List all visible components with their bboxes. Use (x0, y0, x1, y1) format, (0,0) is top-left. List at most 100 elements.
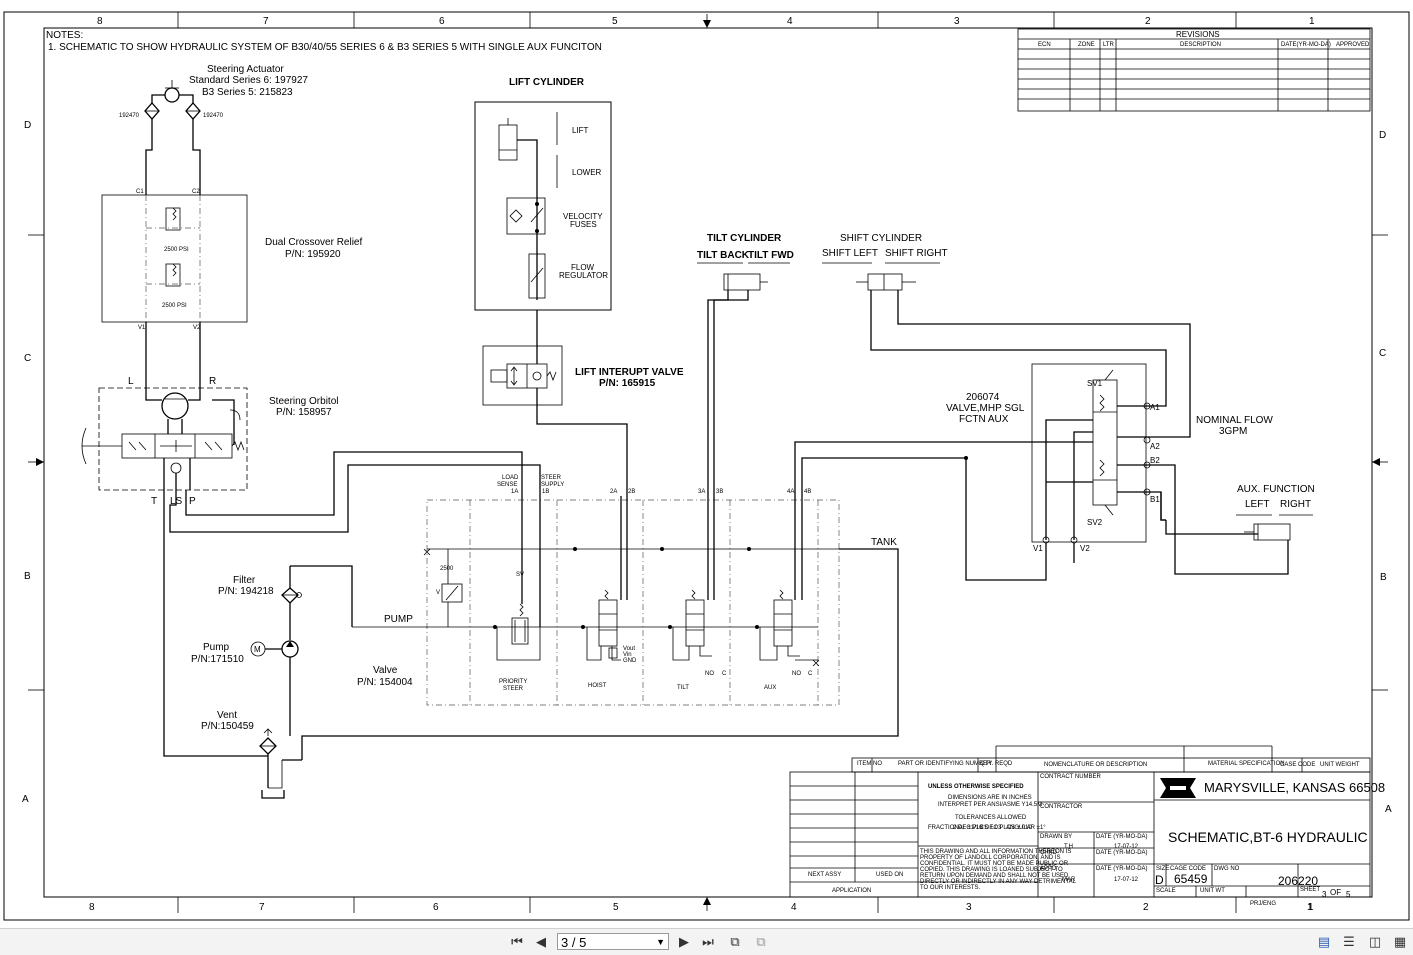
orbitol-port-t: T (151, 496, 157, 507)
aux-function-title: AUX. FUNCTION (1237, 484, 1315, 495)
vent-title: Vent (217, 710, 237, 721)
next-page-button[interactable]: ▶ (673, 932, 695, 952)
single-page-icon: ▤ (1317, 934, 1331, 950)
dual-crossover-relief: C1 C2 V1 V2 2500 PSI 2500 PSI Dual Cross… (101, 189, 362, 331)
tb-dec2: 2 DEC PLCS ±.03 (953, 825, 1002, 831)
zone-col-8-bottom: 8 (89, 902, 95, 913)
tb-qty: QTY. REQD (980, 761, 1013, 767)
continuous-page-icon: ☰ (1343, 934, 1355, 950)
section-tilt: TILT (677, 685, 689, 691)
steering-orbitol: L R T LS P Steering Orbitol P/N: 158957 (81, 376, 338, 507)
tb-drawn-date: 17-07-12 (1114, 844, 1139, 850)
tb-check: CHKD (1040, 850, 1058, 856)
tb-company: MARYSVILLE, KANSAS 66508 (1204, 780, 1385, 795)
actuator-port-right: 192470 (203, 113, 224, 119)
two-page-continuous-button[interactable]: ▦ (1389, 932, 1411, 952)
hoist-vout: Vout (623, 646, 635, 652)
tb-sheet-of: OF (1330, 888, 1341, 897)
relief-setting: 2500 (440, 566, 454, 572)
mhp-sv1: SV1 (1087, 379, 1103, 388)
zone-row-a-left: A (22, 794, 29, 805)
tb-fractional: FRACTIONAL ±1/16 (928, 825, 983, 831)
rev-col-description: DESCRIPTION (1180, 42, 1221, 48)
chevron-down-icon: ▼ (656, 937, 665, 947)
tb-dwg: 206220 (1278, 874, 1318, 888)
tilt-c: C (722, 671, 727, 677)
pdf-viewer-toolbar: ⏮ ◀ 3 / 5▼ ▶ ⏭ ⧉ ⧉ ▤ ☰ ◫ ▦ (0, 928, 1413, 955)
lower-label: LOWER (572, 168, 602, 177)
tb-contract-number: CONTRACT NUMBER (1040, 774, 1102, 780)
go-forward-view-button[interactable]: ⧉ (750, 932, 772, 952)
tb-confidential-5: RETURN UPON DEMAND AND SHALL NOT BE USED (920, 873, 1069, 879)
shift-cylinder: SHIFT CYLINDER SHIFT LEFT SHIFT RIGHT (822, 233, 948, 291)
tb-appd-name: MAR (1062, 877, 1076, 883)
tb-material: MATERIAL SPECIFICATION (1208, 761, 1285, 767)
lift-cylinder: LIFT CYLINDER LIFT LOWER VELOCITY FUSES … (474, 77, 612, 311)
pump-line-label: PUMP (384, 614, 413, 625)
go-back-view-button[interactable]: ⧉ (724, 932, 746, 952)
tb-drawn-by: DRAWN BY (1040, 834, 1072, 840)
tb-contractor: CONTRACTOR (1040, 804, 1083, 810)
velocity-fuses-1: VELOCITY (563, 212, 603, 221)
tilt-cylinder: TILT CYLINDER TILT BACK TILT FWD (697, 233, 794, 291)
page-number-select[interactable]: 3 / 5▼ (557, 933, 669, 950)
zone-row-d-right: D (1379, 130, 1386, 141)
tb-sheet-label: SHEET (1300, 887, 1320, 893)
section-hoist: HOIST (588, 683, 607, 689)
previous-page-button[interactable]: ◀ (530, 932, 552, 952)
tb-confidential-4: COPIED. THIS DRAWING IS LOANED SUBJECT T… (920, 867, 1063, 873)
tb-cage: 65459 (1174, 872, 1208, 886)
orbitol-pn: P/N: 158957 (276, 407, 332, 418)
revisions-title: REVISIONS (1176, 30, 1220, 39)
port-3b: 3B (716, 489, 723, 495)
single-page-view-button[interactable]: ▤ (1313, 932, 1335, 952)
continuous-view-button[interactable]: ☰ (1338, 932, 1360, 952)
tb-confidential-3: CONFIDENTIAL. IT MUST NOT BE MADE PUBLIC… (920, 861, 1069, 867)
outer-border (3, 11, 1410, 921)
tb-scale: SCALE (1156, 888, 1176, 894)
steering-actuator-b3: B3 Series 5: 215823 (202, 87, 293, 98)
rev-col-zone: ZONE (1078, 42, 1095, 48)
tb-date-label-3: DATE (YR-MO-DA) (1096, 866, 1148, 872)
zone-row-c-left: C (24, 353, 31, 364)
tb-dwg-label: DWG NO (1214, 866, 1240, 872)
tb-appd: APPD (1040, 866, 1057, 872)
tb-tolerances: TOLERANCES ALLOWED (955, 815, 1027, 821)
zone-col-4: 4 (787, 16, 793, 27)
tb-size: D (1155, 873, 1164, 887)
last-page-icon: ⏭ (702, 934, 714, 950)
crossover-port-c2: C2 (192, 189, 200, 195)
tb-application: APPLICATION (832, 888, 871, 894)
center-mark-bottom (703, 897, 711, 905)
tb-sheet-num: 3 (1322, 890, 1327, 899)
flow-regulator-1: FLOW (571, 263, 595, 272)
tilt-no: NO (705, 671, 714, 677)
orbitol-port-r: R (209, 376, 216, 387)
mhp-pn: 206074 (966, 392, 1000, 403)
first-page-button[interactable]: ⏮ (506, 932, 528, 952)
zone-row-b-right: B (1380, 572, 1387, 583)
tb-date-label: DATE (YR-MO-DA) (1096, 834, 1148, 840)
orbitol-port-l: L (128, 376, 134, 387)
vent-pn: P/N:150459 (201, 721, 254, 732)
nominal-flow-line1: NOMINAL FLOW (1196, 415, 1273, 426)
velocity-fuses-2: FUSES (570, 220, 597, 229)
aux-right-label: RIGHT (1280, 499, 1311, 510)
lift-interupt-valve: LIFT INTERUPT VALVE P/N: 165915 (482, 345, 684, 406)
aux-function-cylinder: AUX. FUNCTION LEFT RIGHT (1236, 484, 1315, 541)
zone-col-4-bottom: 4 (791, 902, 797, 913)
tb-cage-label: CAGE CODE (1170, 866, 1206, 872)
notes-line-1: 1. SCHEMATIC TO SHOW HYDRAULIC SYSTEM OF… (48, 42, 602, 53)
schematic-drawing-sheet: 8 7 6 5 4 3 2 1 8 7 6 5 4 3 2 1 D C B A … (3, 11, 1410, 921)
tb-item-no: ITEM NO (857, 761, 882, 767)
tb-interpret: INTERPRET PER ANSI/ASME Y14.5M (938, 802, 1042, 808)
crossover-port-v2: V2 (193, 325, 201, 331)
last-page-button[interactable]: ⏭ (697, 932, 719, 952)
zone-col-7: 7 (263, 16, 269, 27)
tb-dims: DIMENSIONS ARE IN INCHES (948, 795, 1032, 801)
zone-row-d-left: D (24, 120, 31, 131)
pump: M Pump P/N:171510 (191, 640, 299, 736)
vent: Vent P/N:150459 (201, 710, 285, 799)
two-page-view-button[interactable]: ◫ (1364, 932, 1386, 952)
steering-actuator: Steering Actuator Standard Series 6: 197… (119, 64, 308, 195)
